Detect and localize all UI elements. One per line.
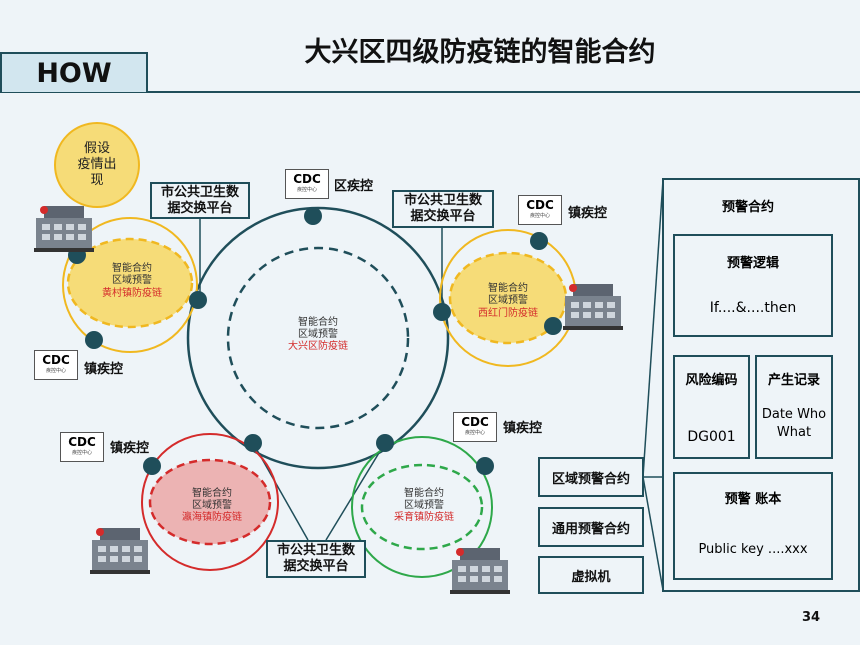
center-chain-l3: 大兴区防疫链 [288,339,348,352]
huangcun-chain-l2: 区域预警 [112,273,152,286]
risk-value: DG001 [687,429,736,445]
how-tag-label: HOW [36,57,112,89]
yinghai-chain-l1: 智能合约 [192,486,232,499]
node-xihongmen-right [544,317,562,335]
label-town-upper-right: 镇疾控 [568,206,608,221]
xihongmen-chain-l2: 区域预警 [488,293,528,306]
platform-box-bottom-l2: 据交换平台 [283,559,349,574]
yinghai-chain-l3: 瀛海镇防疫链 [182,510,242,523]
platform-box-right: 市公共卫生数 据交换平台 [392,190,494,228]
contract-virtual-machine: 虚拟机 [538,556,644,594]
cdc-title: CDC [526,198,554,212]
record-title: 产生记录 [767,373,820,388]
panel-title: 预警合约 [721,200,774,215]
node-yinghai-center [244,434,262,452]
assumption-line2: 疫情出 [77,156,116,172]
ledger-card: 预警 账本 Public key ....xxx [673,472,833,580]
caiyu-chain-l1: 智能合约 [404,486,444,499]
center-ring [186,206,450,470]
cdc-title: CDC [68,435,96,449]
platform-box-right-l2: 据交换平台 [410,209,476,224]
node-huangcun-bottom [85,331,103,349]
caiyu-chain [360,463,484,551]
node-xihongmen-center [433,303,451,321]
cdc-subtitle: 疾控中心 [45,368,66,374]
contract-general: 通用预警合约 [538,507,644,547]
zoom-line-top [642,179,664,478]
how-tag: HOW [0,52,148,92]
ledger-value: Public key ....xxx [698,542,808,557]
hospital-building-icon [34,206,94,252]
label-town-left: 镇疾控 [84,362,124,377]
node-yinghai-left [143,457,161,475]
yinghai-chain-l2: 区域预警 [192,498,232,511]
platform-box-left-l1: 市公共卫生数 [160,184,239,200]
cdc-title: CDC [293,172,321,186]
cdc-title: CDC [42,353,70,367]
label-town-lower-right: 镇疾控 [503,421,543,436]
node-district [304,207,322,225]
center-chain-l2: 区域预警 [298,327,338,340]
platform-box-bottom: 市公共卫生数 据交换平台 [266,540,366,578]
record-value-line1: Date Who [761,407,827,422]
risk-card: 风险编码 DG001 [673,355,750,459]
cdc-subtitle: 疾控中心 [296,187,317,193]
risk-title: 风险编码 [685,373,738,388]
cdc-box-left: CDC 疾控中心 [34,350,78,380]
huangcun-chain-l1: 智能合约 [112,261,152,274]
huangcun-chain-l3: 黄村镇防疫链 [102,286,162,299]
contract-regional: 区域预警合约 [538,457,644,497]
cdc-box-district: CDC 疾控中心 [285,169,329,199]
node-huangcun-center [189,291,207,309]
logic-title: 预警逻辑 [726,256,779,271]
hospital-building-icon [90,528,150,574]
ledger-title: 预警 账本 [724,492,782,507]
cdc-subtitle: 疾控中心 [529,213,550,219]
connector-bottom-right [325,442,386,541]
hospital-building-icon [563,284,623,330]
logic-card: 预警逻辑 If....&....then [673,234,833,337]
yinghai-chain [148,458,272,546]
cdc-title: CDC [461,415,489,429]
caiyu-ring [351,436,493,578]
huangcun-ring [62,217,198,353]
caiyu-chain-l3: 采育镇防疫链 [394,510,454,523]
logic-value: If....&....then [709,300,797,316]
cdc-subtitle: 疾控中心 [464,430,485,436]
cdc-box-lower-left: CDC 疾控中心 [60,432,104,462]
label-town-lower-left: 镇疾控 [110,441,150,456]
record-card: 产生记录 Date Who What [755,355,833,459]
warning-contract-panel: 预警合约 预警逻辑 If....&....then 风险编码 DG001 产生记… [662,178,860,592]
assumption-line3: 现 [90,173,103,188]
node-caiyu-center [376,434,394,452]
hospital-building-icon [450,548,510,594]
record-value-line2: What [776,425,812,440]
cdc-box-lower-right: CDC 疾控中心 [453,412,497,442]
cdc-box-upper-right: CDC 疾控中心 [518,195,562,225]
platform-box-bottom-l1: 市公共卫生数 [276,543,355,558]
node-caiyu-right [476,457,494,475]
assumption-line1: 假设 [84,141,110,156]
huangcun-chain [66,237,194,329]
xihongmen-chain-l1: 智能合约 [488,281,528,294]
caiyu-chain-l2: 区域预警 [404,498,444,511]
node-xihongmen-top [530,232,548,250]
center-inner-ring [226,246,410,430]
yinghai-ring [141,433,279,571]
platform-box-right-l1: 市公共卫生数 [403,193,482,208]
assumption-bubble [54,122,140,208]
platform-box-left: 市公共卫生数 据交换平台 [150,182,250,219]
platform-box-left-l2: 据交换平台 [167,200,233,216]
center-chain-l1: 智能合约 [298,315,338,328]
zoom-line-bottom [642,476,664,591]
cdc-subtitle: 疾控中心 [71,450,92,456]
page-title: 大兴区四级防疫链的智能合约 [304,37,656,68]
label-district-cdc: 区疾控 [334,179,374,194]
xihongmen-chain-l3: 西红门防疫链 [478,306,538,319]
page-number: 34 [802,610,821,625]
